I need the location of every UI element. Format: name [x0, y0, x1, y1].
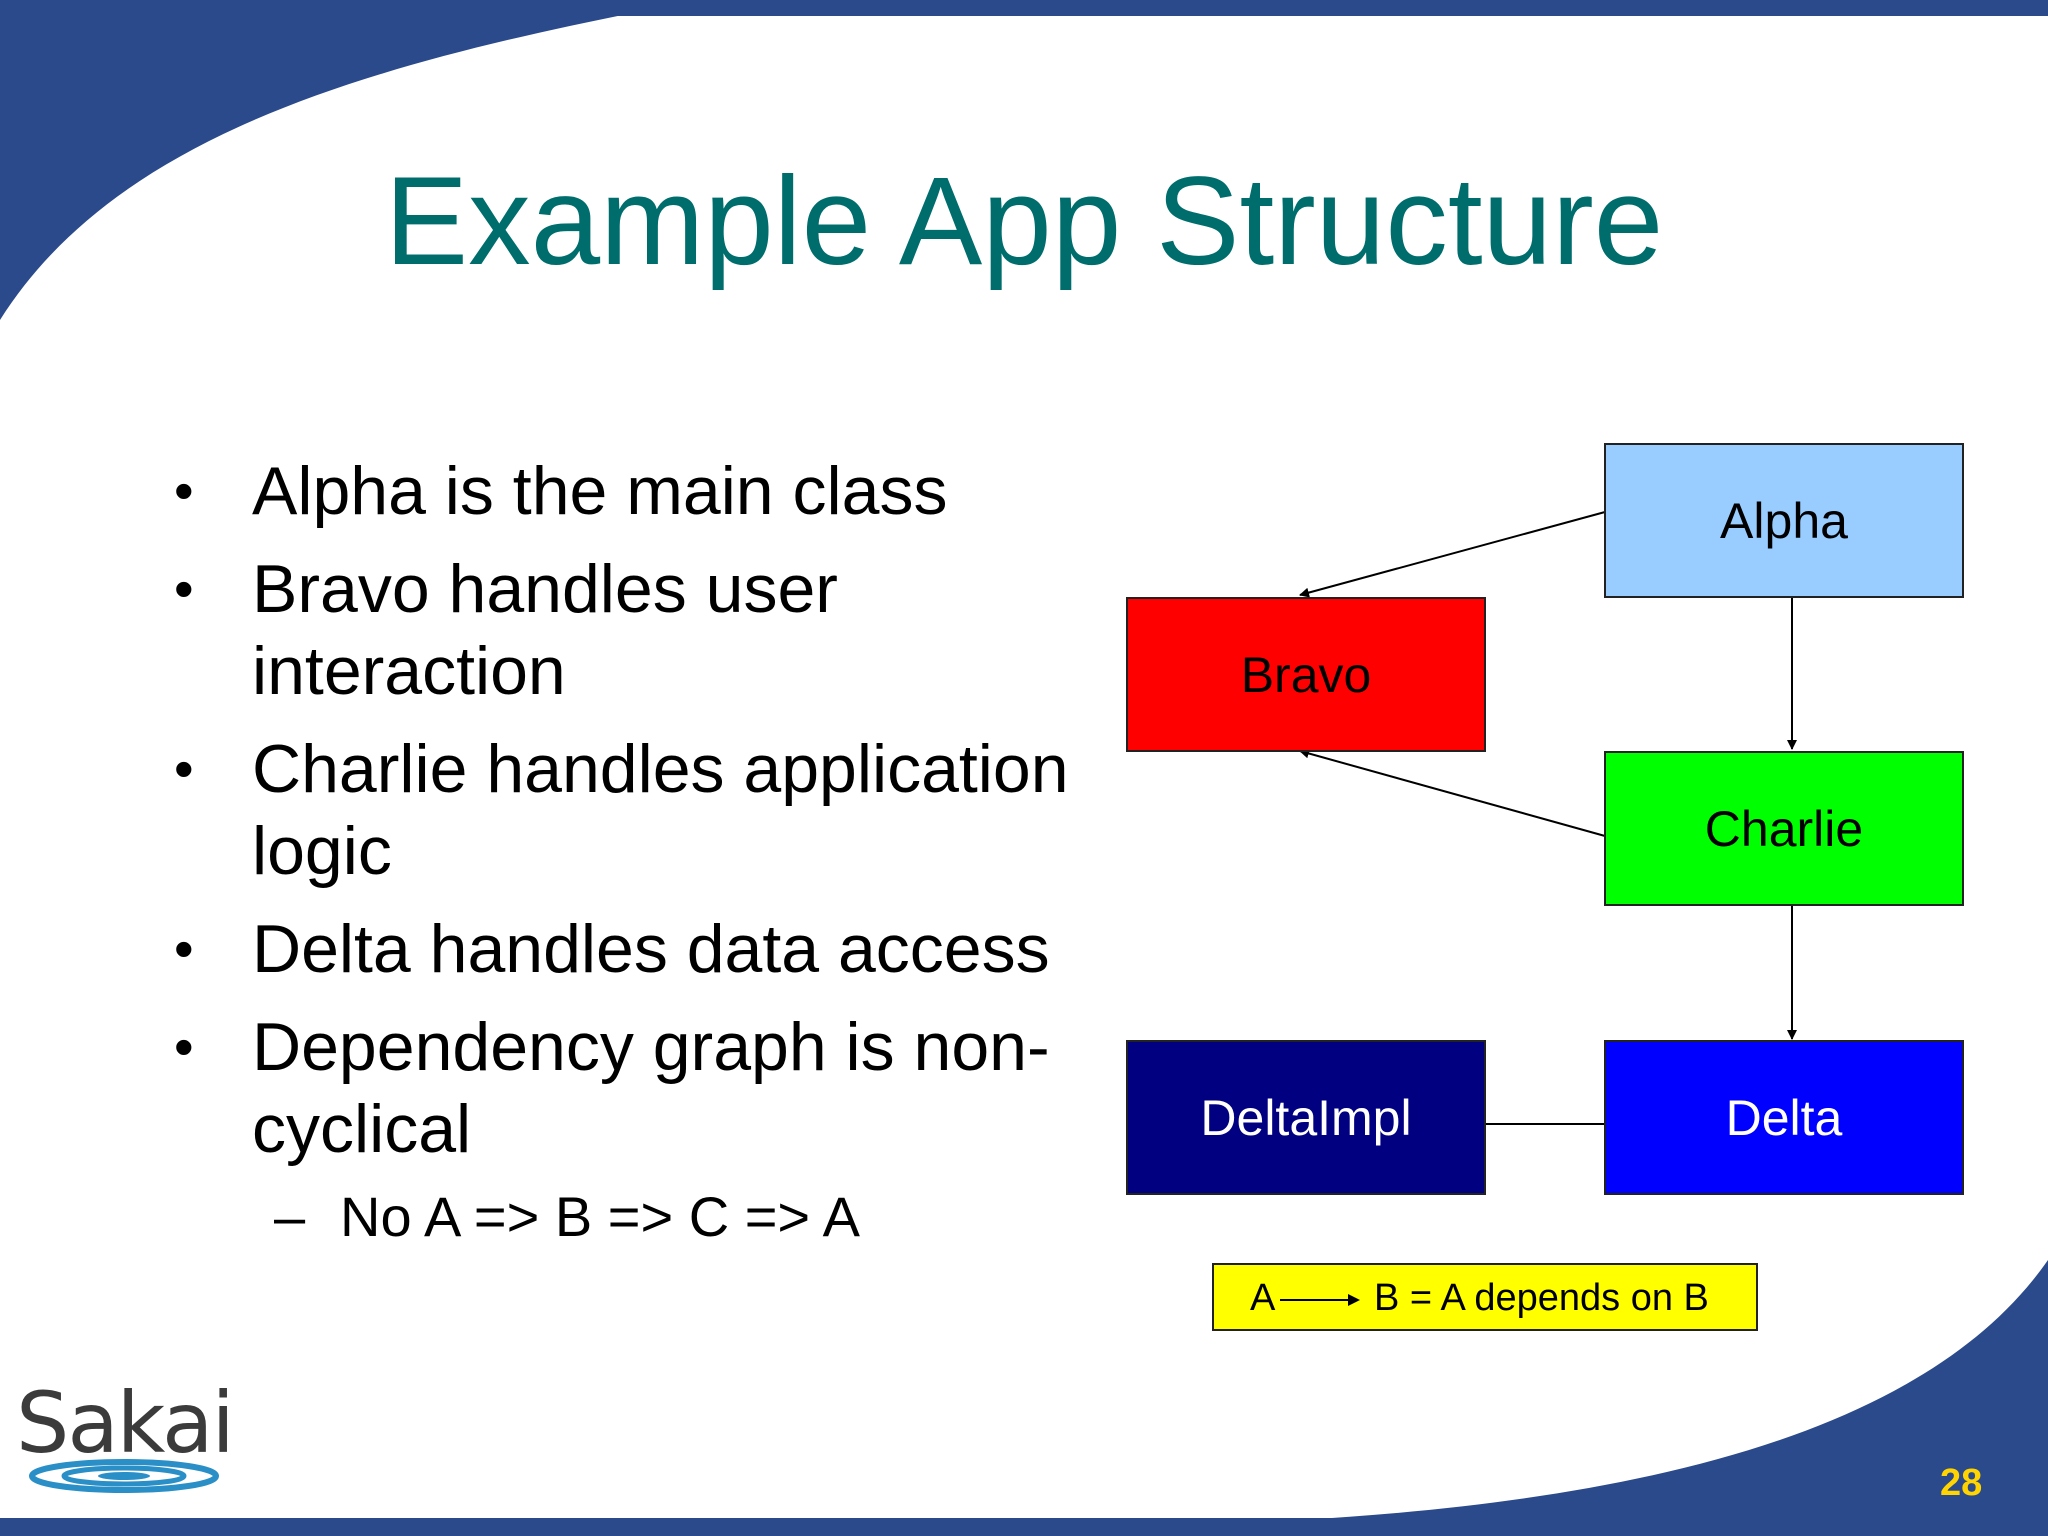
- sub-bullet-text: No A => B => C => A: [340, 1185, 860, 1248]
- water-ripple-icon: [29, 1459, 219, 1493]
- bullet-list: • Alpha is the main class • Bravo handles …: [170, 450, 1070, 1252]
- bullet-dot: •: [174, 557, 194, 620]
- edge-alpha-bravo: [1299, 511, 1606, 598]
- node-alpha: Alpha: [1604, 443, 1964, 598]
- bullet-text: Charlie handles application logic: [252, 731, 1069, 889]
- bullet-text: Dependency graph is non-cyclical: [252, 1009, 1050, 1167]
- legend-left: A: [1250, 1277, 1276, 1319]
- bullet-dot: •: [174, 459, 194, 522]
- legend-right: B = A depends on B: [1374, 1277, 1709, 1319]
- node-bravo-label: Bravo: [1240, 646, 1372, 703]
- logo-text: Sakai: [16, 1374, 235, 1472]
- bullet-item: • Charlie handles application logic: [170, 728, 1070, 892]
- sakai-logo: Sakai: [16, 1374, 235, 1494]
- page-number: 28: [1940, 1462, 1983, 1504]
- legend-arrow-icon: [1280, 1294, 1360, 1306]
- edge-charlie-bravo: [1299, 748, 1606, 837]
- node-charlie: Charlie: [1604, 751, 1964, 906]
- node-deltaimpl: DeltaImpl: [1126, 1040, 1486, 1195]
- bullet-item: • Bravo handles user interaction: [170, 548, 1070, 712]
- bullet-text: Bravo handles user interaction: [252, 551, 838, 709]
- bullet-dot: •: [174, 737, 194, 800]
- node-alpha-label: Alpha: [1720, 492, 1848, 549]
- bullet-item: • Delta handles data access: [170, 908, 1070, 990]
- bullet-item: • Dependency graph is non-cyclical: [170, 1006, 1070, 1170]
- node-charlie-label: Charlie: [1704, 800, 1864, 857]
- node-bravo: Bravo: [1126, 597, 1486, 752]
- sub-bullet-dash: –: [274, 1185, 306, 1248]
- node-delta: Delta: [1604, 1040, 1964, 1195]
- bullet-text: Delta handles data access: [252, 911, 1050, 987]
- bullet-item: • Alpha is the main class: [170, 450, 1070, 532]
- bullet-text: Alpha is the main class: [252, 453, 948, 529]
- bullet-dot: •: [174, 917, 194, 980]
- node-delta-label: Delta: [1725, 1089, 1843, 1146]
- node-deltaimpl-label: DeltaImpl: [1200, 1089, 1412, 1146]
- slide-title: Example App Structure: [384, 152, 1664, 291]
- bullet-dot: •: [174, 1015, 194, 1078]
- legend-box: A B = A depends on B: [1212, 1263, 1758, 1331]
- sub-bullet-item: –No A => B => C => A: [170, 1182, 1070, 1252]
